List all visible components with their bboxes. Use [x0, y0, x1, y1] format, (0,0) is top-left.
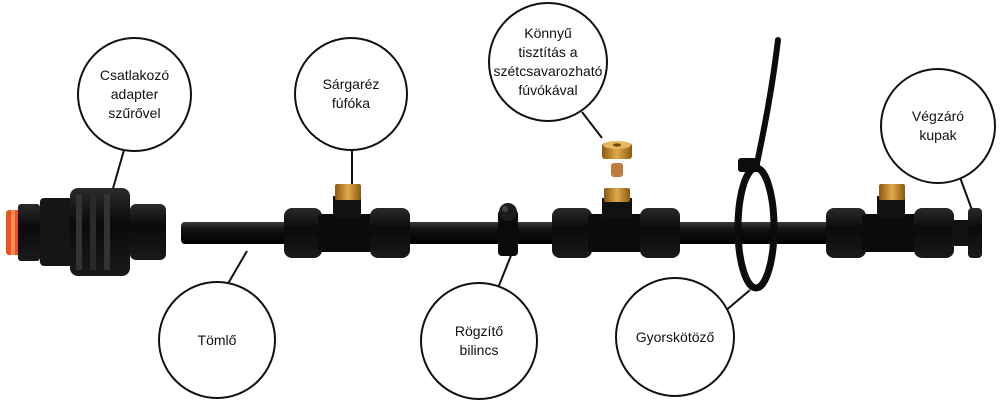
- nozzle-exploded-parts: [602, 141, 632, 177]
- callout-end-cap: Végzáró kupak: [880, 68, 996, 184]
- callout-hose-label: Tömlő: [197, 331, 237, 348]
- callout-brass-nozzle: Sárgaréz fúfóka: [294, 37, 408, 151]
- callout-adapter: Csatlakozó adapter szűrővel: [77, 37, 192, 152]
- tee-fitting-1: [284, 184, 410, 258]
- leader-clamp: [497, 252, 513, 289]
- leader-adapter: [111, 149, 125, 193]
- tee-fitting-3: [826, 184, 954, 258]
- callout-hose: Tömlő: [158, 281, 276, 399]
- callout-easy-clean-label: Könnyű tisztítás a szétcsavarozható fúvó…: [493, 25, 603, 98]
- end-cap-part: [952, 208, 982, 258]
- leader-cable-tie: [723, 289, 751, 313]
- callout-cable-tie: Gyorskötöző: [615, 277, 735, 397]
- callout-end-cap-label: Végzáró kupak: [911, 108, 965, 143]
- callout-brass-nozzle-label: Sárgaréz fúfóka: [322, 76, 380, 111]
- leader-hose: [225, 250, 248, 288]
- callout-clamp-label: Rögzítő bilincs: [454, 323, 504, 358]
- tee-fitting-2: [552, 188, 680, 258]
- callout-cable-tie-label: Gyorskötöző: [635, 328, 715, 345]
- callout-easy-clean: Könnyű tisztítás a szétcsavarozható fúvó…: [488, 2, 608, 122]
- cable-tie-part: [734, 37, 781, 292]
- clamp-part: [498, 203, 518, 256]
- callout-clamp: Rögzítő bilincs: [420, 282, 538, 400]
- callout-adapter-label: Csatlakozó adapter szűrővel: [99, 67, 170, 121]
- leader-easy-clean: [581, 111, 603, 139]
- adapter-fitting: [6, 188, 166, 276]
